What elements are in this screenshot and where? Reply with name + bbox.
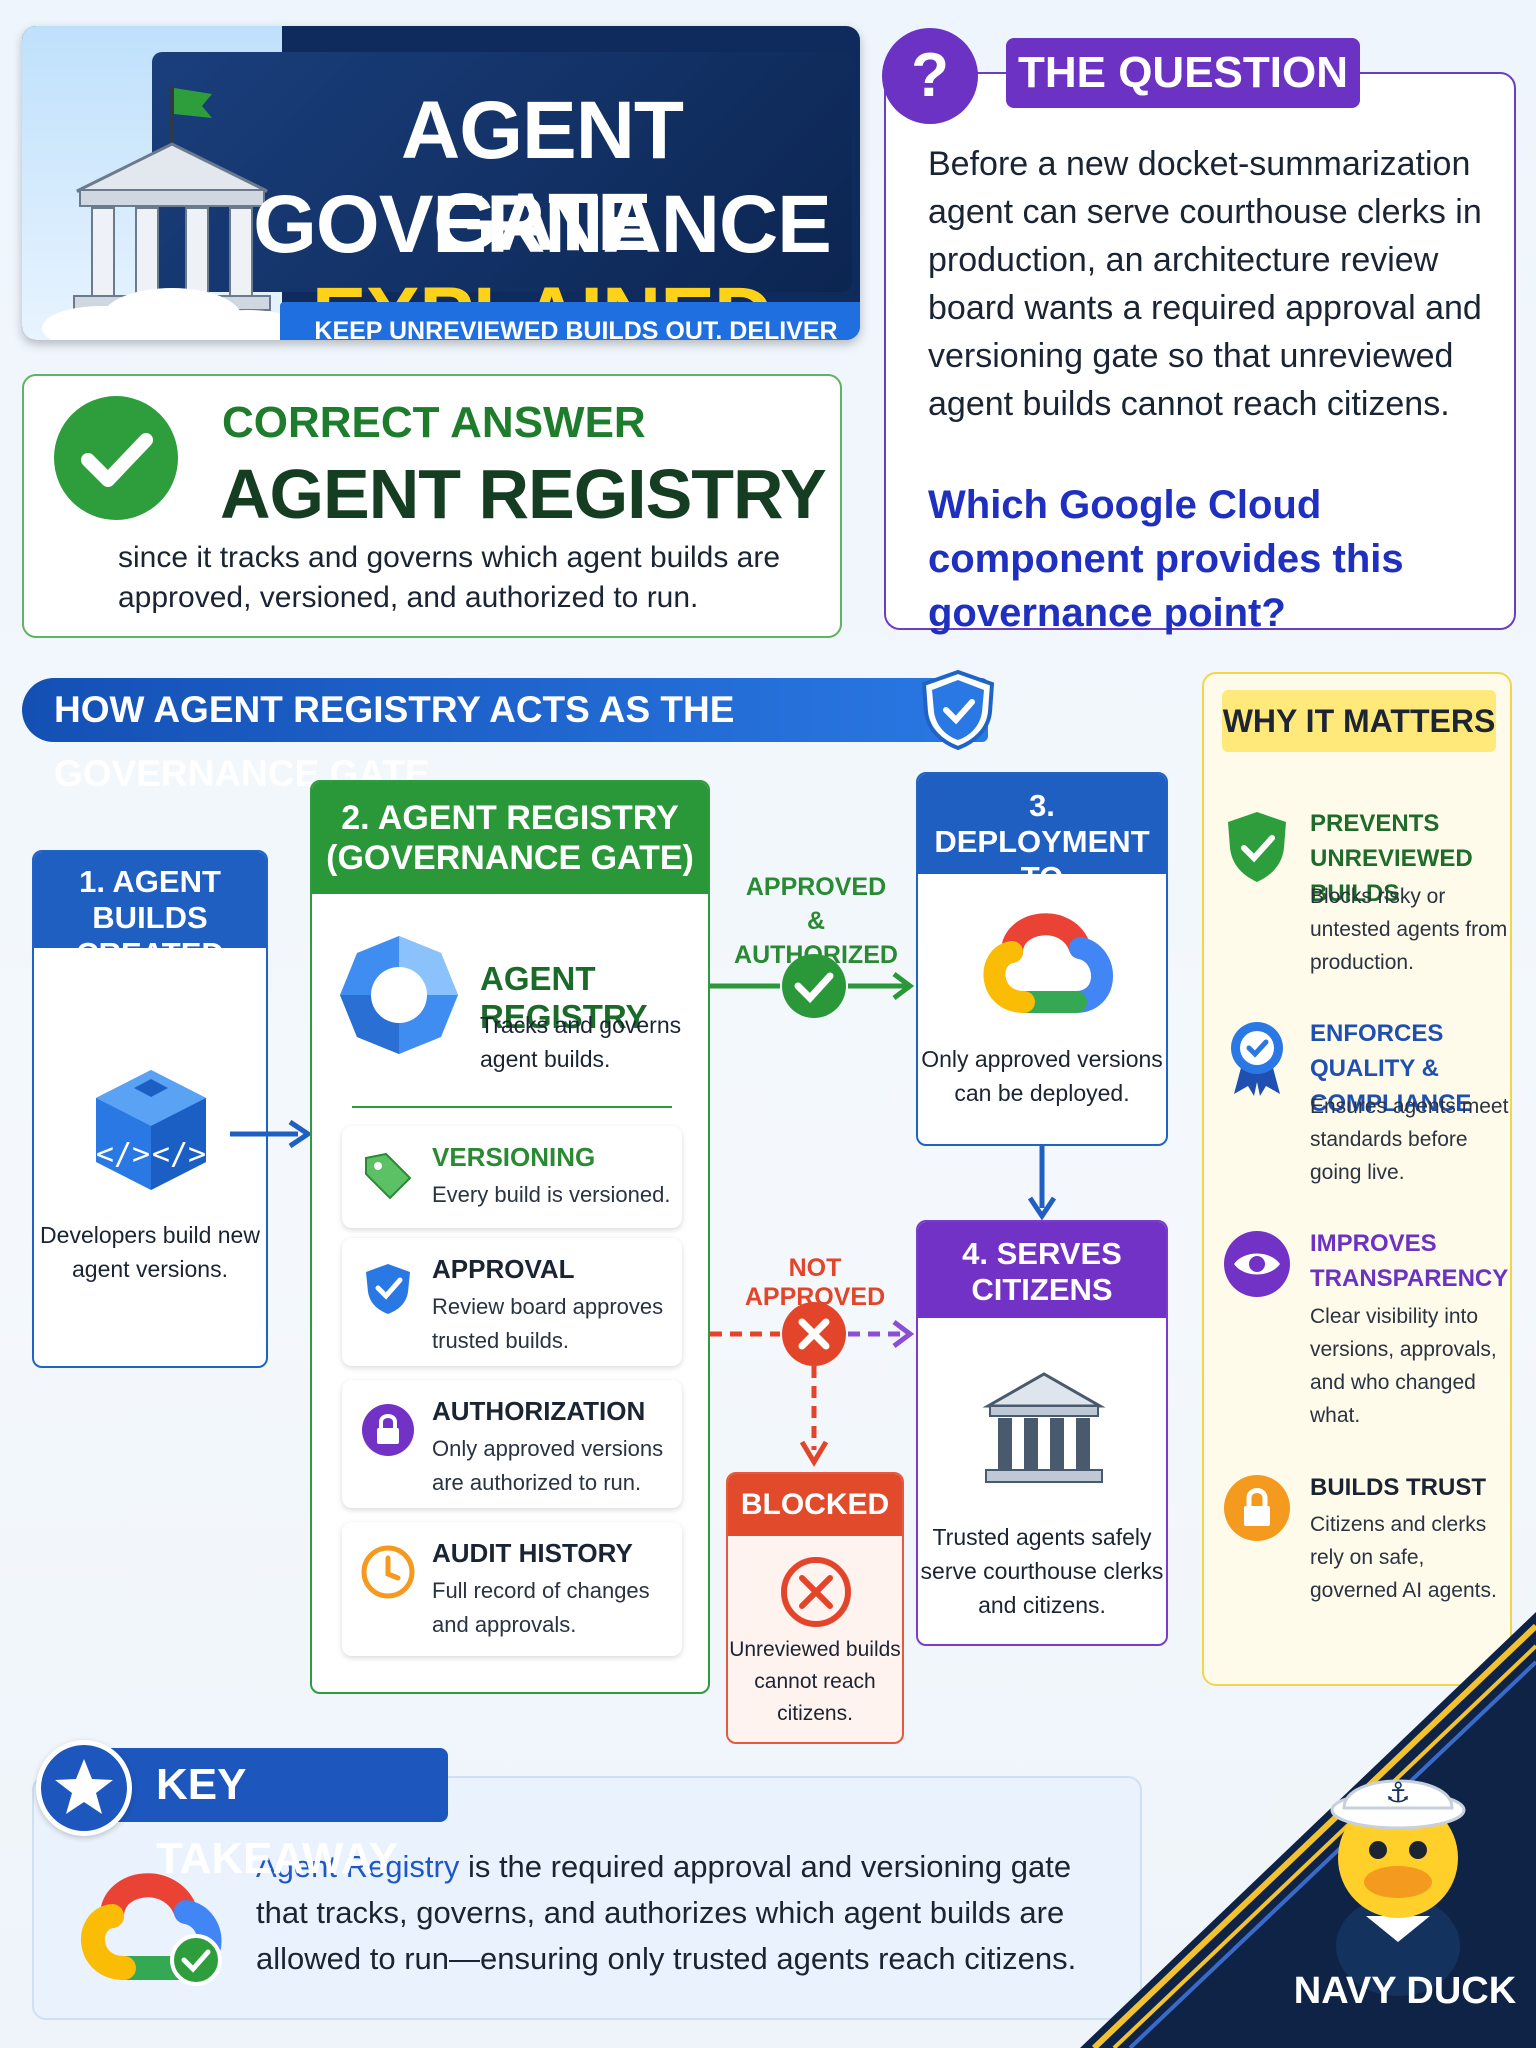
why-prevents-desc: Blocks risky or untested agents from pro… [1310, 885, 1508, 974]
tagline: KEEP UNREVIEWED BUILDS OUT. DELIVER TRUS… [280, 302, 860, 340]
why-title: WHY IT MATTERS [1222, 690, 1496, 752]
takeaway-body: is the required approval and versioning … [256, 1849, 1077, 1976]
feature-authorization-title: AUTHORIZATION [432, 1396, 646, 1426]
how-section-banner: HOW AGENT REGISTRY ACTS AS THE GOVERNANC… [22, 678, 988, 794]
approved-label-line1: APPROVED [745, 873, 887, 901]
feature-audit-title: AUDIT HISTORY [432, 1538, 633, 1568]
correct-answer-card: CORRECT ANSWER AGENT REGISTRY since it t… [22, 374, 842, 638]
feature-audit-history: AUDIT HISTORY Full record of changes and… [342, 1522, 682, 1656]
lock-icon [1224, 1475, 1290, 1541]
why-trust-desc: Citizens and clerks rely on safe, govern… [1310, 1513, 1497, 1602]
why-transparency-desc: Clear visibility into versions, approval… [1310, 1305, 1497, 1427]
navy-duck-mascot: ⚓ [1080, 1612, 1536, 2048]
clock-icon [361, 1545, 415, 1599]
why-quality-desc: Ensures agents meet standards before goi… [1310, 1095, 1509, 1184]
step3-caption: Only approved versions can be deployed. [921, 1046, 1163, 1106]
feature-approval-desc: Review board approves trusted builds. [432, 1294, 664, 1353]
agent-registry-icon [340, 936, 458, 1054]
question-body: Before a new docket-summarization agent … [928, 145, 1482, 423]
question-ask: Which Google Cloud component provides th… [928, 483, 1404, 635]
takeaway-text: Agent Registry is the required approval … [256, 1844, 1116, 1982]
step-agent-builds-created: 1. AGENT BUILDS CREATED </> </> Develope… [32, 850, 268, 1368]
question-title: THE QUESTION [1006, 38, 1360, 108]
step2-header-line2: (GOVERNANCE GATE) [326, 839, 694, 877]
brand-name: NAVY DUCK [1293, 1970, 1517, 2012]
svg-text:</>: </> [152, 1137, 206, 1172]
step4-header-line2: CITIZENS [971, 1272, 1113, 1307]
step-agent-registry-gate: 2. AGENT REGISTRY (GOVERNANCE GATE) AGEN… [310, 780, 710, 1694]
title-line-1: AGENT GOVERNANCE [253, 85, 832, 270]
badge-ribbon-icon [1231, 1022, 1283, 1096]
step3-header-line1: 3. DEPLOYMENT [934, 788, 1150, 859]
check-circle-icon [54, 396, 178, 520]
arrow-right-icon [230, 1119, 311, 1149]
step2-header: 2. AGENT REGISTRY (GOVERNANCE GATE) [312, 782, 708, 894]
not-approved-connector [710, 1302, 915, 1467]
feature-versioning: VERSIONING Every build is versioned. [342, 1126, 682, 1228]
answer-explanation: since it tracks and governs which agent … [118, 541, 781, 614]
step4-header: 4. SERVES CITIZENS [918, 1222, 1166, 1318]
title-panel [152, 52, 852, 292]
lock-icon [362, 1404, 414, 1456]
eye-icon [1224, 1231, 1290, 1297]
feature-audit-desc: Full record of changes and approvals. [432, 1578, 650, 1637]
why-item-quality: ENFORCES QUALITY & COMPLIANCE Ensures ag… [1204, 1016, 1510, 1184]
answer-value: AGENT REGISTRY [220, 455, 827, 533]
feature-approval-title: APPROVAL [432, 1254, 575, 1284]
why-item-trust: BUILDS TRUST Citizens and clerks rely on… [1204, 1470, 1510, 1630]
takeaway-highlight: Agent Registry [256, 1849, 460, 1884]
step1-header-line1: 1. AGENT BUILDS [79, 864, 221, 935]
blocked-header: BLOCKED [728, 1474, 902, 1536]
why-trust-head: BUILDS TRUST [1310, 1474, 1486, 1501]
blocked-x-icon [781, 1557, 851, 1627]
answer-label: CORRECT ANSWER [222, 398, 646, 447]
courthouse-small-icon [982, 1372, 1106, 1483]
shield-check-icon [1228, 812, 1286, 882]
why-transparency-head: IMPROVES TRANSPARENCY [1310, 1230, 1509, 1292]
why-item-prevents: PREVENTS UNREVIEWED BUILDS Blocks risky … [1204, 806, 1510, 974]
takeaway-title: KEY TAKEAWAY [110, 1748, 448, 1883]
tag-icon [365, 1152, 412, 1200]
google-cloud-icon [983, 913, 1113, 1013]
feature-versioning-title: VERSIONING [432, 1142, 596, 1172]
why-it-matters-panel: WHY IT MATTERS PREVENTS UNREVIEWED BUILD… [1202, 672, 1512, 1686]
feature-versioning-desc: Every build is versioned. [432, 1182, 671, 1207]
step4-caption: Trusted agents safely serve courthouse c… [920, 1524, 1164, 1618]
code-cube-icon: </> </> [96, 1070, 206, 1190]
star-icon [36, 1740, 132, 1836]
why-prevents-head: PREVENTS UNREVIEWED BUILDS [1310, 810, 1473, 907]
title-banner: AGENT GOVERNANCE GATE EXPLAINED KEEP UNR… [22, 26, 860, 340]
why-quality-head: ENFORCES QUALITY & COMPLIANCE [1310, 1020, 1472, 1117]
feature-authorization-desc: Only approved versions are authorized to… [432, 1436, 664, 1495]
blocked-caption: Unreviewed builds cannot reach citizens. [729, 1638, 901, 1725]
svg-text:</>: </> [96, 1137, 150, 1172]
question-mark-icon: ? [882, 28, 978, 124]
blocked-box: BLOCKED Unreviewed builds cannot reach c… [726, 1472, 904, 1744]
shield-check-icon [366, 1264, 410, 1314]
step-serves-citizens: 4. SERVES CITIZENS Trusted agents safely… [916, 1220, 1168, 1646]
step2-header-line1: 2. AGENT REGISTRY [341, 799, 679, 837]
why-item-transparency: IMPROVES TRANSPARENCY Clear visibility i… [1204, 1226, 1510, 1427]
step4-header-line1: 4. SERVES [962, 1236, 1122, 1271]
step1-header: 1. AGENT BUILDS CREATED [34, 852, 266, 971]
courthouse-icon [42, 86, 292, 340]
step1-header-line2: CREATED [76, 936, 224, 971]
question-card: Before a new docket-summarization agent … [884, 72, 1516, 635]
step-deployment-production: 3. DEPLOYMENT TO PRODUCTION Only approve… [916, 772, 1168, 1146]
step3-header-line2: TO PRODUCTION [937, 860, 1147, 931]
title-word-gate: GATE [433, 177, 652, 268]
feature-authorization: AUTHORIZATION Only approved versions are… [342, 1380, 682, 1508]
step3-header: 3. DEPLOYMENT TO PRODUCTION [918, 774, 1166, 931]
svg-text:⚓: ⚓ [1385, 1776, 1410, 1809]
feature-approval: APPROVAL Review board approves trusted b… [342, 1238, 682, 1366]
arrow-down-icon [1027, 1146, 1057, 1220]
shield-icon [921, 669, 995, 751]
step1-caption: Developers build new agent versions. [40, 1222, 260, 1282]
registry-divider [352, 1106, 672, 1108]
registry-title: AGENT REGISTRY [480, 960, 648, 1035]
registry-description: Tracks and governs agent builds. [480, 1012, 682, 1072]
approved-connector [710, 954, 915, 1018]
google-cloud-check-icon [81, 1873, 222, 1986]
